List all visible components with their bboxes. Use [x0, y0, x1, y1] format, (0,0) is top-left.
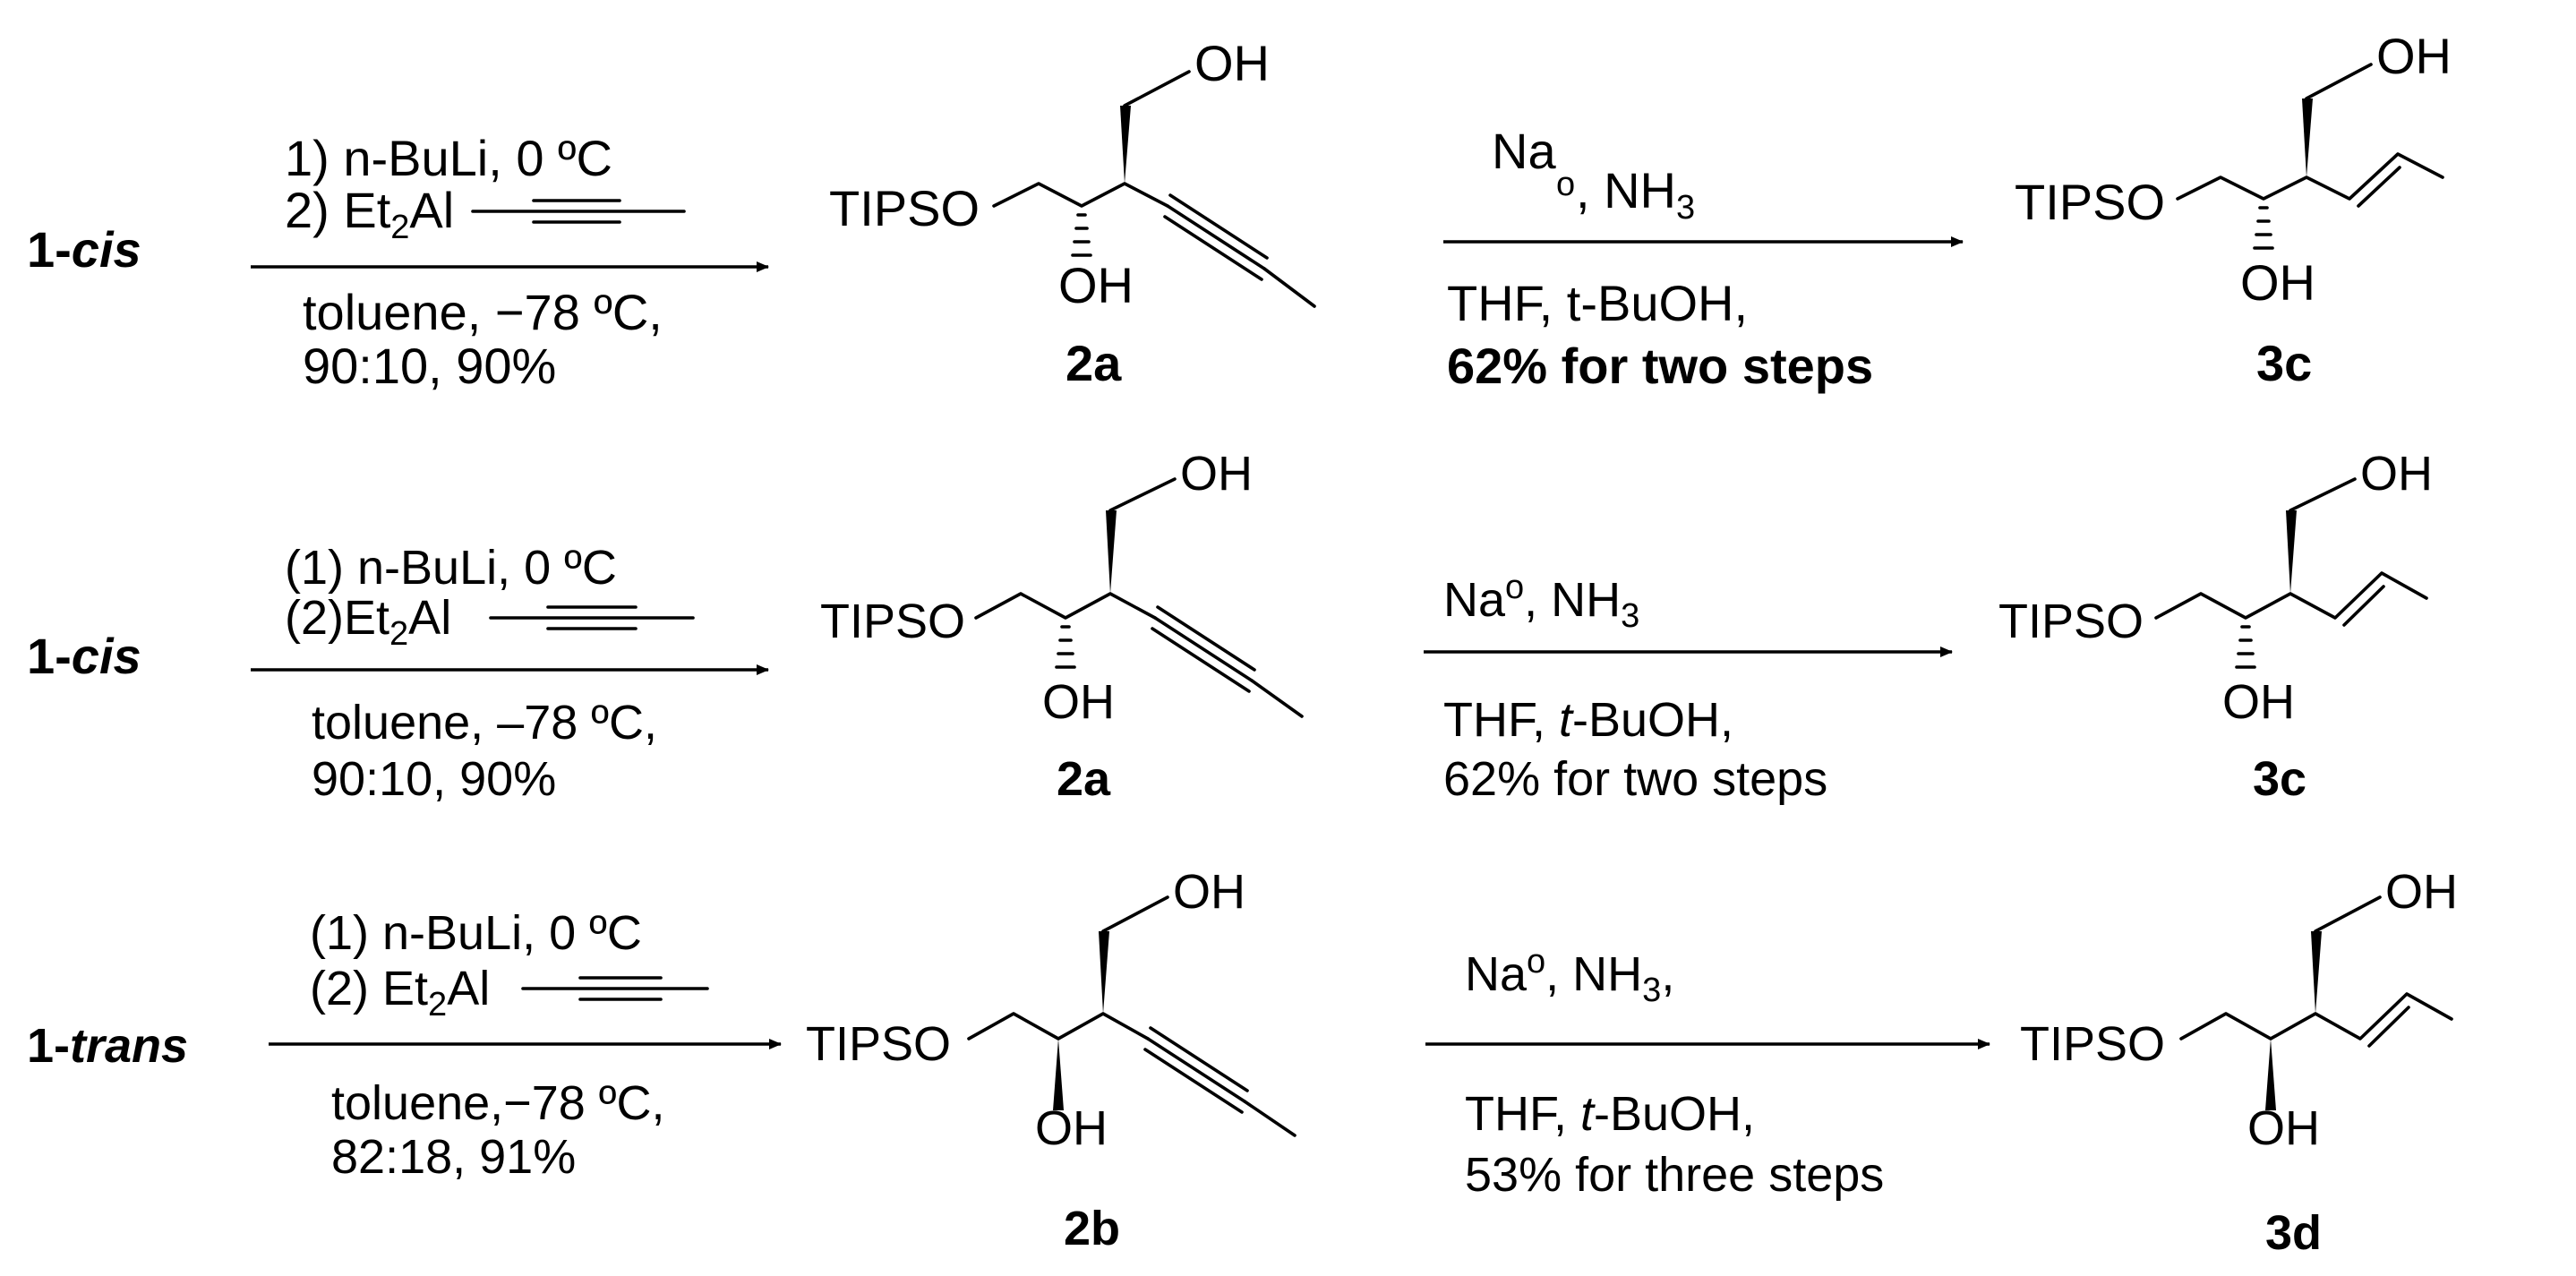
wedge-bond — [1120, 106, 1131, 184]
oh-top: OH — [1180, 447, 1253, 501]
svg-text:62% for two steps: 62% for two steps — [1447, 338, 1873, 394]
start-material-label: 1-cis — [27, 221, 141, 278]
tipso-label: TIPSO — [829, 180, 980, 236]
svg-text:(2) Et2Al: (2) Et2Al — [310, 962, 490, 1023]
hash-bond — [2253, 206, 2274, 250]
oh-bottom: OH — [2247, 1101, 2320, 1155]
oh-top: OH — [2360, 447, 2433, 501]
hash-bond — [1055, 625, 1076, 669]
compound-number: 3c — [2256, 335, 2312, 391]
oh-top: OH — [2376, 28, 2452, 84]
reagents-step1: (1) n-BuLi, 0 ºC (2) Et2Al toluene,−78 º… — [310, 906, 709, 1184]
oh-bottom: OH — [1058, 257, 1134, 313]
tipso-label: TIPSO — [1998, 595, 2144, 648]
reaction-row-2: 1-cis (1) n-BuLi, 0 ºC (2)Et2Al toluene,… — [27, 447, 2433, 806]
svg-text:2) Et2Al: 2) Et2Al — [285, 182, 454, 246]
svg-text:THF, t-BuOH,: THF, t-BuOH, — [1465, 1087, 1755, 1141]
start-material-label: 1-cis — [27, 628, 141, 684]
wedge-bond — [1099, 931, 1109, 1014]
oh-top: OH — [1173, 865, 1245, 919]
svg-text:62% for two steps: 62% for two steps — [1443, 752, 1827, 806]
alkyne — [1163, 193, 1269, 281]
svg-text:toluene, –78 ºC,: toluene, –78 ºC, — [312, 696, 657, 749]
reagents-step1: 1) n-BuLi, 0 ºC 2) Et2Al toluene, −78 ºC… — [285, 130, 686, 394]
svg-text:82:18, 91%: 82:18, 91% — [331, 1130, 576, 1184]
wedge-bond-oh — [2265, 1039, 2276, 1110]
compound-number: 3c — [2253, 752, 2306, 806]
svg-text:toluene, −78 ºC,: toluene, −78 ºC, — [303, 284, 663, 340]
tipso-label: TIPSO — [820, 595, 965, 648]
tipso-label: TIPSO — [806, 1017, 951, 1071]
svg-text:(1) n-BuLi, 0 ºC: (1) n-BuLi, 0 ºC — [285, 541, 617, 595]
svg-text:(1) n-BuLi, 0 ºC: (1) n-BuLi, 0 ºC — [310, 906, 642, 960]
compound-number: 2a — [1065, 335, 1122, 391]
reaction-row-1: 1-cis 1) n-BuLi, 0 ºC 2) Et2Al toluene, … — [27, 28, 2452, 394]
start-material-label: 1-trans — [27, 1019, 188, 1073]
wedge-bond — [2311, 931, 2322, 1014]
svg-text:1) n-BuLi, 0 ºC: 1) n-BuLi, 0 ºC — [285, 130, 612, 186]
propynyl-bond — [521, 976, 709, 1001]
compound-3c-row1: TIPSO OH OH 3c — [2015, 28, 2452, 391]
svg-text:(2)Et2Al: (2)Et2Al — [285, 591, 451, 653]
oh-top: OH — [2385, 865, 2458, 919]
svg-text:Nao, NH3,: Nao, NH3, — [1465, 943, 1674, 1009]
tipso-label: TIPSO — [2015, 174, 2165, 230]
propynyl-bond — [471, 199, 686, 224]
alkyne — [1151, 605, 1256, 693]
alkyne — [1143, 1026, 1249, 1114]
propynyl-bond — [489, 605, 695, 630]
reagents-step2: Nao, NH3, THF, t-BuOH, 53% for three ste… — [1465, 943, 1884, 1202]
wedge-bond — [1106, 510, 1117, 594]
compound-3c-row2: TIPSO OH OH 3c — [1998, 447, 2433, 806]
compound-number: 2a — [1057, 752, 1111, 806]
wedge-bond — [2302, 98, 2313, 177]
svg-text:o: o — [1556, 166, 1575, 203]
oh-top: OH — [1194, 35, 1270, 91]
hash-bond — [1071, 213, 1092, 257]
compound-2a-row2: TIPSO OH OH 2a — [820, 447, 1304, 806]
compound-number: 2b — [1064, 1202, 1120, 1255]
oh-bottom: OH — [2222, 675, 2295, 729]
svg-text:THF, t-BuOH,: THF, t-BuOH, — [1443, 693, 1733, 747]
compound-2a-row1: TIPSO OH OH 2a — [829, 35, 1316, 391]
compound-number: 3d — [2265, 1206, 2322, 1260]
svg-text:THF, t-BuOH,: THF, t-BuOH, — [1447, 275, 1748, 331]
reagents-step1: (1) n-BuLi, 0 ºC (2)Et2Al toluene, –78 º… — [285, 541, 695, 806]
tipso-label: TIPSO — [2020, 1017, 2165, 1071]
reaction-row-3: 1-trans (1) n-BuLi, 0 ºC (2) Et2Al tolue… — [27, 865, 2458, 1260]
hash-bond — [2235, 625, 2256, 669]
svg-text:53% for three steps: 53% for three steps — [1465, 1148, 1884, 1202]
oh-bottom: OH — [2240, 254, 2315, 311]
reagents-step2: Nao, NH3 THF, t-BuOH, 62% for two steps — [1443, 569, 1827, 806]
oh-bottom: OH — [1042, 675, 1115, 729]
compound-3d: TIPSO OH OH 3d — [2020, 865, 2458, 1260]
wedge-bond-oh — [1053, 1039, 1064, 1110]
svg-text:Nao, NH3: Nao, NH3 — [1443, 569, 1639, 635]
svg-text:, NH3: , NH3 — [1576, 162, 1695, 227]
svg-text:toluene,−78 ºC,: toluene,−78 ºC, — [331, 1076, 665, 1130]
svg-text:90:10, 90%: 90:10, 90% — [303, 338, 556, 394]
svg-text:90:10, 90%: 90:10, 90% — [312, 752, 556, 806]
compound-2b: TIPSO OH OH 2b — [806, 865, 1297, 1255]
reagents-step2: Na o , NH3 THF, t-BuOH, 62% for two step… — [1447, 123, 1873, 394]
oh-bottom: OH — [1035, 1101, 1108, 1155]
wedge-bond — [2286, 510, 2297, 594]
svg-text:Na: Na — [1492, 123, 1556, 179]
